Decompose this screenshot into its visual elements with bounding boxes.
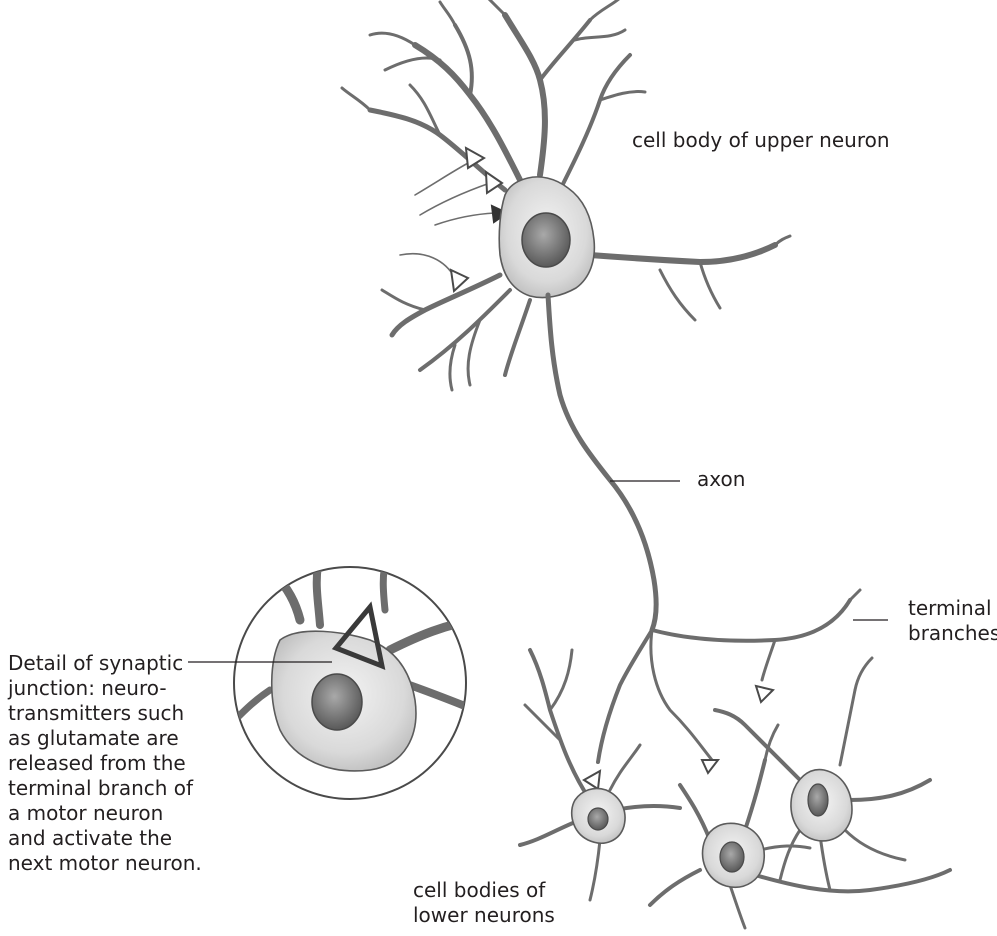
label-synaptic-detail: Detail of synaptic junction: neuro- tran… bbox=[8, 651, 202, 876]
incoming-axons bbox=[400, 162, 495, 278]
label-terminal-branches: terminal branches bbox=[908, 596, 997, 646]
axon bbox=[548, 295, 860, 762]
upper-neuron bbox=[342, 0, 790, 390]
upper-nucleus bbox=[522, 213, 570, 267]
lower-neurons bbox=[520, 650, 950, 928]
label-lower-cell-bodies: cell bodies of lower neurons bbox=[413, 878, 555, 928]
synaptic-junction-detail bbox=[234, 560, 475, 799]
label-axon: axon bbox=[697, 467, 745, 492]
label-upper-cell-body: cell body of upper neuron bbox=[632, 128, 890, 153]
